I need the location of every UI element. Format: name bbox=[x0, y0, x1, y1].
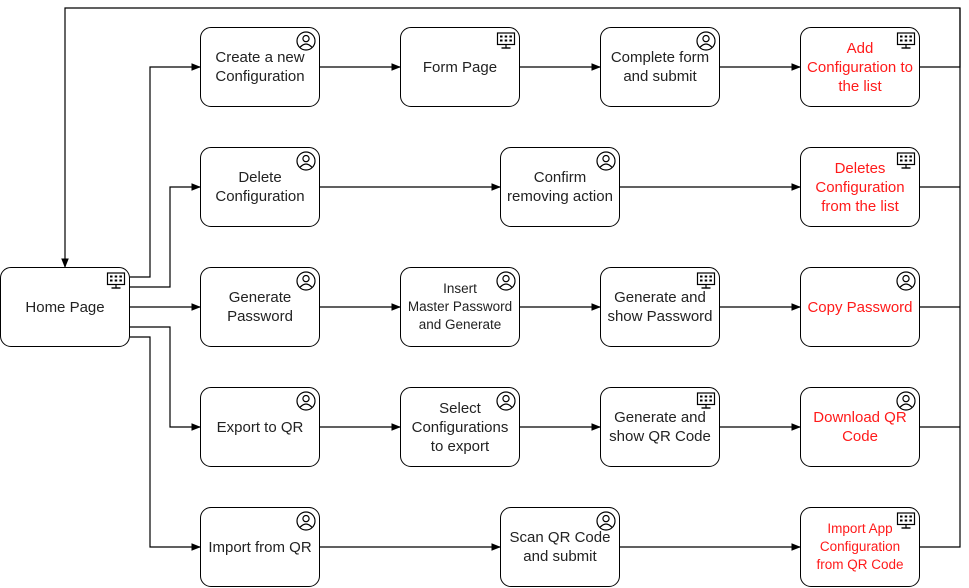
node-label: Copy Password bbox=[807, 298, 913, 316]
edge-home-to-export bbox=[130, 326, 201, 431]
node-label: Select Configurations to export bbox=[411, 399, 509, 455]
node-insert-master-password: Insert Master Password and Generate bbox=[400, 267, 520, 347]
edge-group bbox=[61, 7, 961, 551]
node-download-qr-code: Download QR Code bbox=[800, 387, 920, 467]
node-label: Download QR Code bbox=[813, 409, 907, 445]
user-icon bbox=[896, 271, 916, 291]
node-label: Home Page bbox=[25, 298, 105, 316]
user-icon bbox=[296, 511, 316, 531]
user-icon bbox=[296, 151, 316, 171]
node-export-to-qr: Export to QR bbox=[200, 387, 320, 467]
user-icon bbox=[496, 271, 516, 291]
edge-home-to-delete bbox=[130, 183, 201, 288]
monitor-icon bbox=[496, 31, 516, 51]
node-label: Generate and show QR Code bbox=[609, 409, 711, 445]
node-copy-password: Copy Password bbox=[800, 267, 920, 347]
node-complete-form: Complete form and submit bbox=[600, 27, 720, 107]
node-label: Import App Configuration from QR Code bbox=[816, 521, 904, 572]
node-add-configuration: Add Configuration to the list bbox=[800, 27, 920, 107]
user-icon bbox=[596, 511, 616, 531]
edge-home-to-create bbox=[130, 63, 201, 278]
node-label: Create a new Configuration bbox=[215, 49, 305, 85]
user-icon bbox=[296, 271, 316, 291]
node-confirm-removing: Confirm removing action bbox=[500, 147, 620, 227]
monitor-icon bbox=[896, 151, 916, 171]
monitor-icon bbox=[696, 391, 716, 411]
node-label: Form Page bbox=[422, 58, 498, 76]
monitor-icon bbox=[106, 271, 126, 291]
node-label: Generate Password bbox=[227, 289, 293, 325]
node-label: Add Configuration to the list bbox=[807, 39, 913, 95]
node-import-from-qr: Import from QR bbox=[200, 507, 320, 587]
node-label: Export to QR bbox=[216, 418, 304, 436]
node-generate-password: Generate Password bbox=[200, 267, 320, 347]
monitor-icon bbox=[696, 271, 716, 291]
node-label: Scan QR Code and submit bbox=[509, 529, 611, 565]
node-label: Deletes Configuration from the list bbox=[815, 159, 905, 215]
user-icon bbox=[696, 31, 716, 51]
node-label: Confirm removing action bbox=[507, 169, 613, 205]
user-icon bbox=[296, 31, 316, 51]
monitor-icon bbox=[896, 511, 916, 531]
node-label: Generate and show Password bbox=[607, 289, 713, 325]
node-show-qr-code: Generate and show QR Code bbox=[600, 387, 720, 467]
node-import-app-configuration: Import App Configuration from QR Code bbox=[800, 507, 920, 587]
node-home-page: Home Page bbox=[0, 267, 130, 347]
node-label: Import from QR bbox=[208, 538, 312, 556]
node-label: Delete Configuration bbox=[215, 169, 305, 205]
node-show-password: Generate and show Password bbox=[600, 267, 720, 347]
node-delete-configuration: Delete Configuration bbox=[200, 147, 320, 227]
user-icon bbox=[596, 151, 616, 171]
node-select-configurations: Select Configurations to export bbox=[400, 387, 520, 467]
edge-home-to-import bbox=[130, 336, 201, 551]
node-create-configuration: Create a new Configuration bbox=[200, 27, 320, 107]
user-icon bbox=[296, 391, 316, 411]
edge-importapp-to-home bbox=[920, 8, 961, 548]
node-label: Complete form and submit bbox=[610, 49, 710, 85]
node-deletes-configuration: Deletes Configuration from the list bbox=[800, 147, 920, 227]
user-icon bbox=[896, 391, 916, 411]
monitor-icon bbox=[896, 31, 916, 51]
node-scan-qr-code: Scan QR Code and submit bbox=[500, 507, 620, 587]
node-label: Insert Master Password and Generate bbox=[407, 281, 513, 332]
node-form-page: Form Page bbox=[400, 27, 520, 107]
user-icon bbox=[496, 391, 516, 411]
